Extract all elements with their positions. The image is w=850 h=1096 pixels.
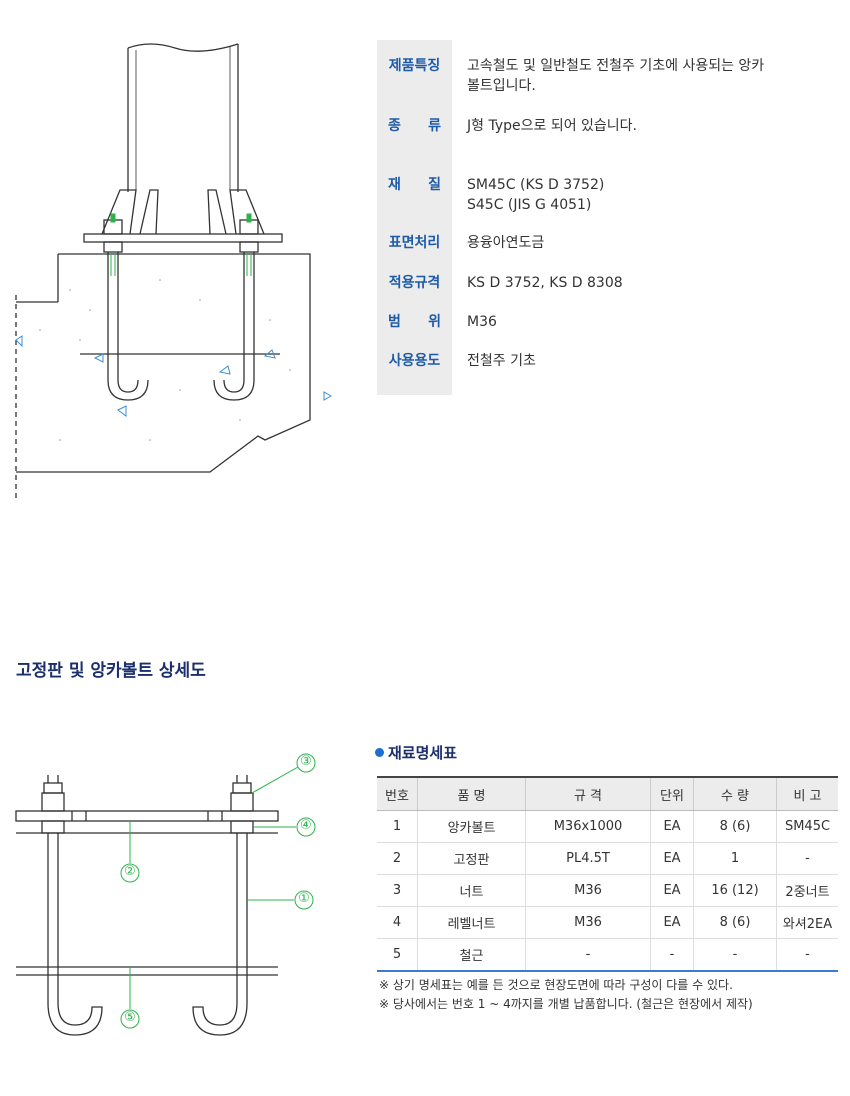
table-cell: SM45C: [776, 810, 838, 843]
table-cell: 너트: [417, 874, 526, 907]
table-header-row: 번호 품 명 규 격 단위 수 량 비 고: [377, 776, 838, 811]
table-cell: 2중너트: [776, 874, 838, 907]
table-cell: 3: [377, 874, 418, 907]
spec-value: 전철주 기초: [467, 353, 536, 369]
table-cell: -: [525, 938, 651, 972]
table-cell: M36: [525, 874, 651, 907]
callout-2: ②: [124, 864, 136, 879]
spec-panel: 제품특징 고속철도 및 일반철도 전철주 기초에 사용되는 앙카 볼트입니다. …: [377, 40, 838, 395]
table-cell: -: [776, 842, 838, 875]
table-note: ※ 상기 명세표는 예를 든 것으로 현장도면에 따라 구성이 다를 수 있다.: [379, 978, 733, 992]
table-cell: 5: [377, 938, 418, 972]
table-cell: 8 (6): [693, 906, 777, 939]
section-title: 고정판 및 앙카볼트 상세도: [16, 661, 206, 681]
spec-label-column: [377, 40, 452, 395]
spec-value: SM45C (KS D 3752) S45C (JIS G 4051): [467, 177, 605, 213]
table-row: 2 고정판 PL4.5T EA 1 -: [377, 842, 838, 875]
spec-value: KS D 3752, KS D 8308: [467, 275, 623, 291]
callout-3: ③: [300, 754, 312, 769]
spec-label: 제품특징: [388, 58, 441, 74]
spec-label: 표면처리: [388, 235, 441, 251]
bullet-icon: [375, 748, 384, 757]
table-cell: EA: [650, 842, 694, 875]
table-cell: 2: [377, 842, 418, 875]
table-row: 4 레벨너트 M36 EA 8 (6) 와셔2EA: [377, 906, 838, 939]
table-header: 수 량: [693, 776, 777, 811]
material-title-text: 재료명세표: [388, 744, 458, 762]
callout-4: ④: [300, 818, 312, 833]
table-note: ※ 당사에서는 번호 1 ~ 4까지를 개별 납품합니다. (철근은 현장에서 …: [379, 997, 753, 1011]
table-cell: EA: [650, 810, 694, 843]
spec-value: 용융아연도금: [467, 235, 545, 251]
spec-label: 적용규격: [388, 275, 441, 291]
table-cell: 4: [377, 906, 418, 939]
table-cell: PL4.5T: [525, 842, 651, 875]
table-cell: -: [693, 938, 777, 972]
table-cell: 앙카볼트: [417, 810, 526, 843]
anchor-bolt-detail-drawing: [15, 753, 316, 1036]
table-cell: 와셔2EA: [776, 906, 838, 939]
table-cell: 1: [693, 842, 777, 875]
table-header: 번호: [377, 776, 418, 811]
table-row: 5 철근 - - - -: [377, 938, 838, 972]
table-row: 3 너트 M36 EA 16 (12) 2중너트: [377, 874, 838, 907]
table-header: 규 격: [525, 776, 651, 811]
table-cell: M36: [525, 906, 651, 939]
spec-label: 종 류: [388, 118, 441, 134]
table-row: 1 앙카볼트 M36x1000 EA 8 (6) SM45C: [377, 810, 838, 843]
table-header: 비 고: [776, 776, 838, 811]
spec-label: 범 위: [388, 314, 441, 330]
table-cell: 철근: [417, 938, 526, 972]
table-header: 단위: [650, 776, 694, 811]
foundation-drawing: [15, 43, 333, 500]
table-cell: -: [776, 938, 838, 972]
spec-label: 재 질: [388, 177, 441, 193]
table-header: 품 명: [417, 776, 526, 811]
table-cell: 16 (12): [693, 874, 777, 907]
spec-value: M36: [467, 314, 497, 330]
table-cell: -: [650, 938, 694, 972]
spec-value: J형 Type으로 되어 있습니다.: [467, 118, 638, 134]
table-cell: M36x1000: [525, 810, 651, 843]
table-cell: EA: [650, 874, 694, 907]
callout-5: ⑤: [124, 1010, 136, 1025]
table-cell: 레벨너트: [417, 906, 526, 939]
callout-1: ①: [298, 891, 310, 906]
table-cell: 1: [377, 810, 418, 843]
spec-value: 고속철도 및 일반철도 전철주 기초에 사용되는 앙카 볼트입니다.: [467, 58, 765, 94]
material-table: 번호 품 명 규 격 단위 수 량 비 고 1 앙카볼트 M36x1000 EA…: [377, 776, 838, 972]
table-cell: 고정판: [417, 842, 526, 875]
table-cell: EA: [650, 906, 694, 939]
spec-label: 사용용도: [388, 353, 441, 369]
table-cell: 8 (6): [693, 810, 777, 843]
material-table-title: 재료명세표: [375, 742, 457, 763]
